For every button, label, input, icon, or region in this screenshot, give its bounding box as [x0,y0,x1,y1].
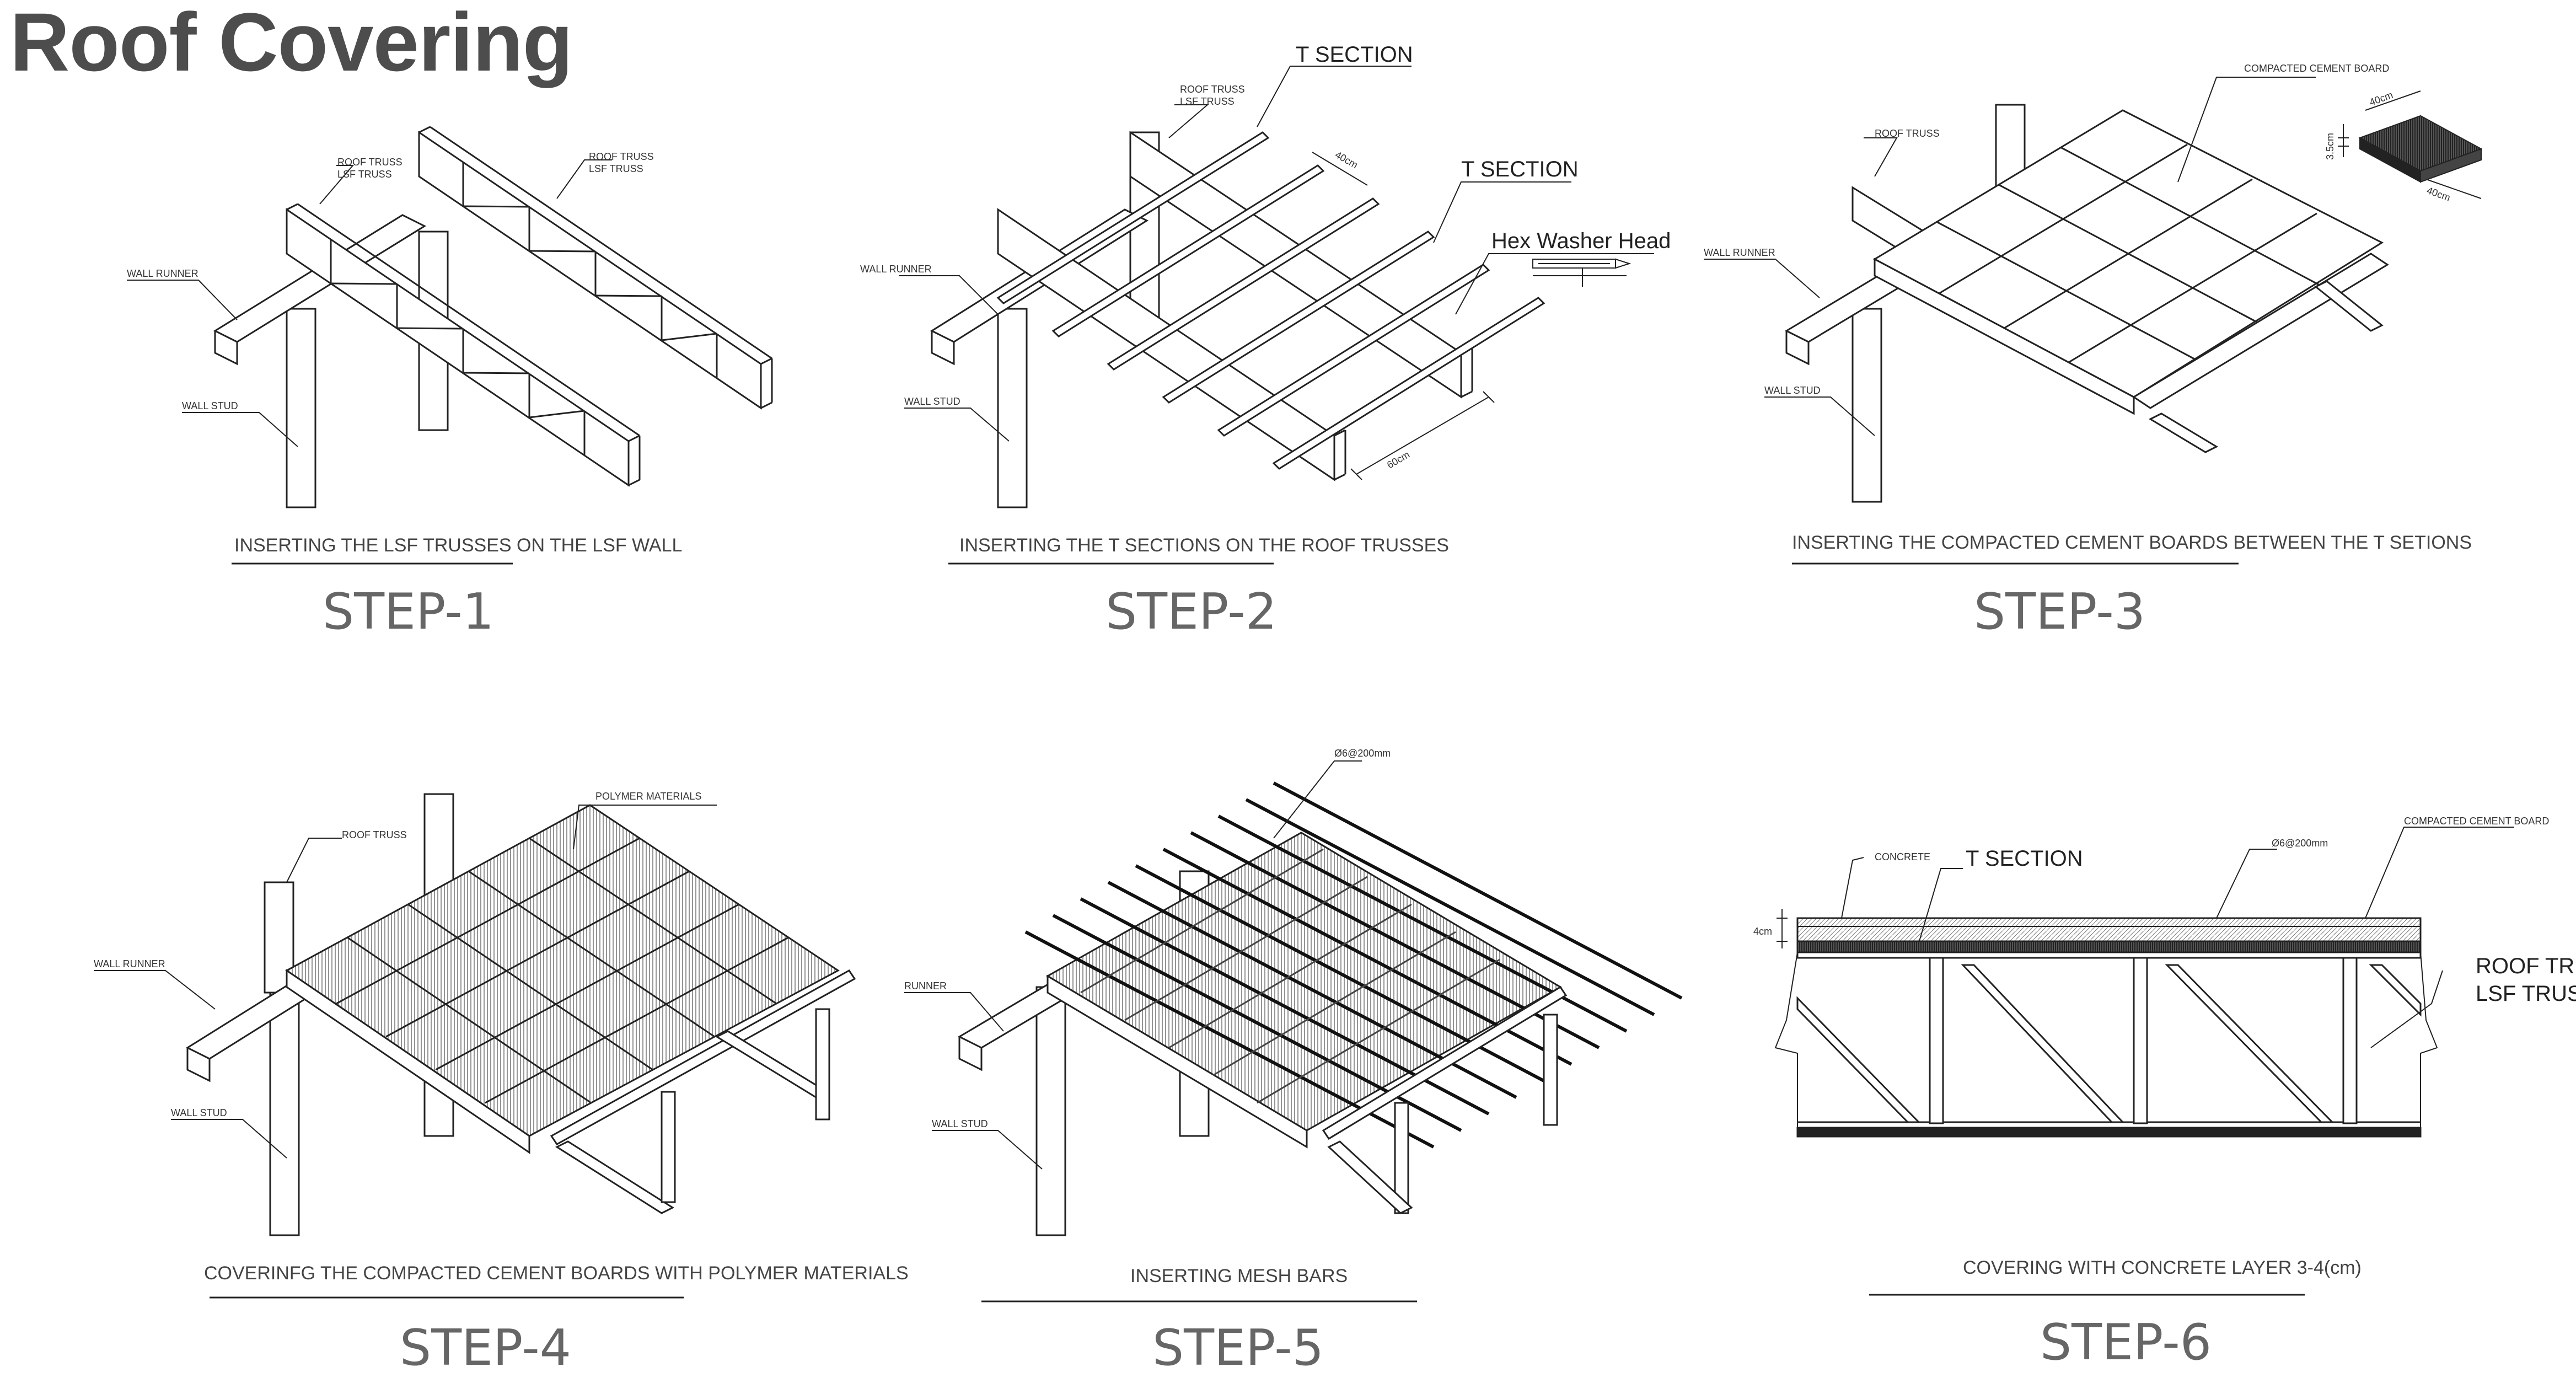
step-6-board-label: COMPACTED CEMENT BOARD [2404,816,2549,827]
step-3-board-label: COMPACTED CEMENT BOARD [2244,63,2389,74]
step-6-mesh-label: Ø6@200mm [2272,838,2328,849]
step-4-caption: COVERINFG THE COMPACTED CEMENT BOARDS WI… [204,1263,909,1284]
step-5-caption: INSERTING MESH BARS [1130,1266,1348,1286]
step-4-drawing [94,793,856,1299]
step-5-mesh-label: Ø6@200mm [1334,748,1391,759]
step-1-label: STEP-1 [323,583,494,641]
step-2-lsf-truss-label: LSF TRUSS [1180,96,1235,107]
step-3-label: STEP-3 [1974,583,2145,641]
step-4-wall-stud-label: WALL STUD [171,1107,227,1118]
step-6-lsf-truss-label: LSF TRUSS [2476,982,2576,1006]
step-3-roof-truss-label: ROOF TRUSS [1875,128,1940,139]
step-1-lsf-truss-a-label: LSF TRUSS [337,169,392,180]
step-6-roof-truss-label: ROOF TRUSS [2476,954,2576,978]
step-2-dim-60-label: 60cm [1385,449,1412,470]
step-2-wall-stud-label: WALL STUD [904,396,960,407]
step-3-drawing [1704,77,2483,565]
step-6-drawing [1774,827,2514,1296]
step-6-caption: COVERING WITH CONCRETE LAYER 3-4(cm) [1963,1257,2362,1278]
step-2-t-section-mid-label: T SECTION [1461,157,1579,181]
step-2-caption: INSERTING THE T SECTIONS ON THE ROOF TRU… [959,535,1449,556]
step-2-label: STEP-2 [1105,583,1277,641]
step-2-roof-truss-label: ROOF TRUSS [1180,84,1245,95]
step-1-wall-runner-label: WALL RUNNER [127,268,198,279]
step-3-dim-d-label: 40cm [2425,185,2452,203]
step-1-roof-truss-b-label: ROOF TRUSS [589,151,654,162]
step-2-t-section-top-label: T SECTION [1296,42,1413,67]
step-5-label: STEP-5 [1152,1319,1324,1377]
step-4-roof-truss-label: ROOF TRUSS [342,829,407,840]
step-5-runner-label: RUNNER [904,980,947,991]
step-1-roof-truss-a-label: ROOF TRUSS [337,157,402,168]
page-title: Roof Covering [10,0,573,88]
step-4-wall-runner-label: WALL RUNNER [94,958,165,969]
step-6-dim-4-label: 4cm [1753,926,1772,937]
step-1-lsf-truss-b-label: LSF TRUSS [589,163,643,174]
step-3-caption: INSERTING THE COMPACTED CEMENT BOARDS BE… [1792,532,2472,553]
step-6-concrete-label: CONCRETE [1875,851,1930,862]
step-1-drawing [127,126,773,565]
step-2-drawing [899,66,1654,565]
step-1-caption: INSERTING THE LSF TRUSSES ON THE LSF WAL… [234,535,682,556]
step-2-hex-washer-label: Hex Washer Head [1491,229,1671,253]
step-3-wall-runner-label: WALL RUNNER [1704,247,1775,258]
step-5-wall-stud-label: WALL STUD [932,1118,988,1129]
step-5-drawing [904,760,1683,1302]
step-1-wall-stud-label: WALL STUD [182,400,238,411]
step-2-wall-runner-label: WALL RUNNER [860,264,932,275]
step-4-label: STEP-4 [400,1319,571,1377]
step-4-polymer-label: POLYMER MATERIALS [595,791,701,802]
step-6-label: STEP-6 [2040,1314,2212,1371]
step-3-wall-stud-label: WALL STUD [1764,385,1821,396]
step-6-t-section-label: T SECTION [1966,846,2083,871]
step-3-dim-h-label: 3.5cm [2325,133,2336,160]
